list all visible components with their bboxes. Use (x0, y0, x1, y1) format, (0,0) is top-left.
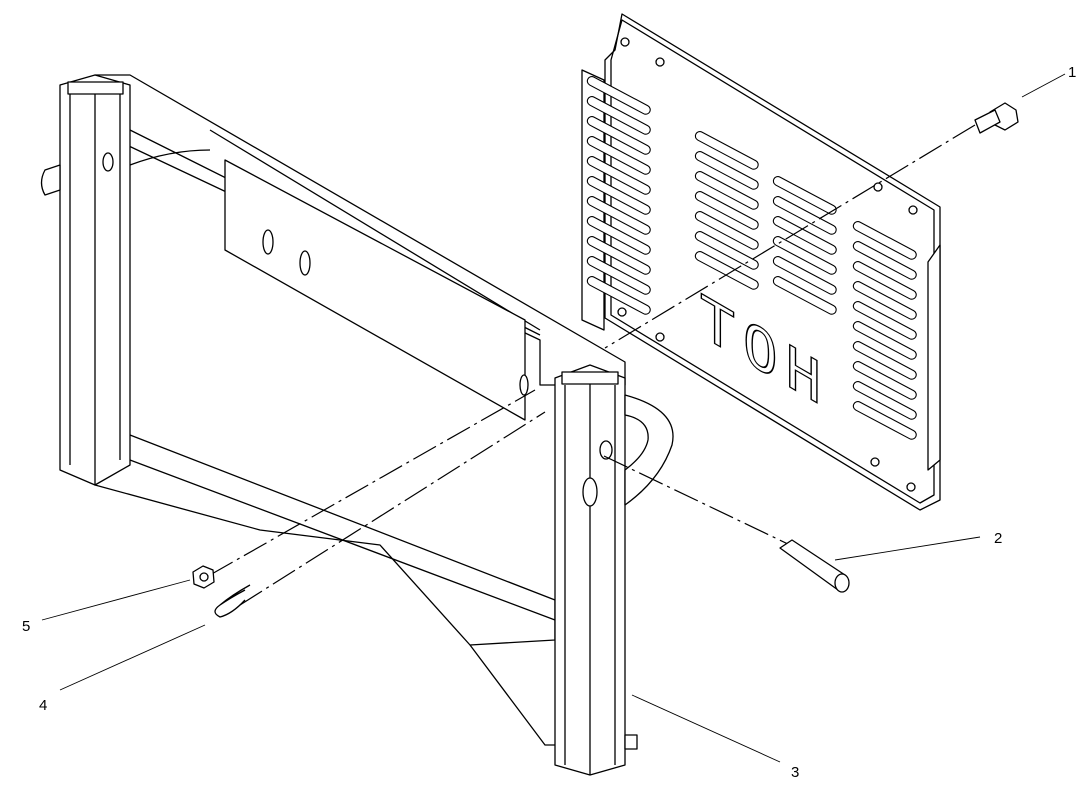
grille-slot (586, 156, 651, 195)
frame-bottom-beam (94, 434, 556, 646)
toh-grille-plate: TOH (581, 13, 941, 511)
callout-3: 3 (791, 764, 799, 781)
grille-slot (852, 261, 917, 300)
grille-slot (694, 151, 759, 190)
grille-slot (772, 176, 837, 215)
grille-slot (586, 196, 651, 235)
grille-slot (852, 221, 917, 260)
grille-slot (586, 216, 651, 255)
grille-slot (772, 236, 837, 275)
grille-slot (694, 171, 759, 210)
receiver-handle (624, 394, 674, 506)
grille-slot (852, 381, 917, 420)
grille-slot (852, 321, 917, 360)
grille-slot (586, 236, 651, 275)
grille-slot (772, 276, 837, 315)
bolt-part-1 (974, 102, 1019, 134)
pin-part-2 (779, 539, 850, 593)
grille-slot (586, 96, 651, 135)
grille-slot (694, 251, 759, 290)
callout-1: 1 (1068, 64, 1076, 81)
grille-slot (852, 301, 917, 340)
grille-slot (694, 211, 759, 250)
hair-pin-clip-part-4 (214, 584, 251, 618)
grille-slot (852, 361, 917, 400)
frame-top-beam (94, 74, 626, 386)
callout-2: 2 (994, 530, 1002, 547)
nut-part-5 (192, 565, 215, 589)
grille-slot (852, 341, 917, 380)
grille-slot (852, 241, 917, 280)
grille-slot (772, 196, 837, 235)
grille-slot (772, 216, 837, 255)
grille-slot (694, 231, 759, 270)
grille-slot (586, 276, 651, 315)
left-stop-tab (40, 164, 61, 196)
grille-slot (586, 76, 651, 115)
grille-slot (694, 191, 759, 230)
grille-slot (586, 176, 651, 215)
hitch-frame (40, 74, 674, 776)
frame-web-panel (224, 159, 526, 421)
grille-slot (772, 256, 837, 295)
grille-slot (586, 116, 651, 155)
grille-slot (586, 256, 651, 295)
callout-4: 4 (39, 697, 47, 714)
callout-5: 5 (22, 618, 30, 635)
grille-slot (852, 401, 917, 440)
grille-slot (586, 136, 651, 175)
grille-slot (852, 281, 917, 320)
grille-slot (694, 131, 759, 170)
